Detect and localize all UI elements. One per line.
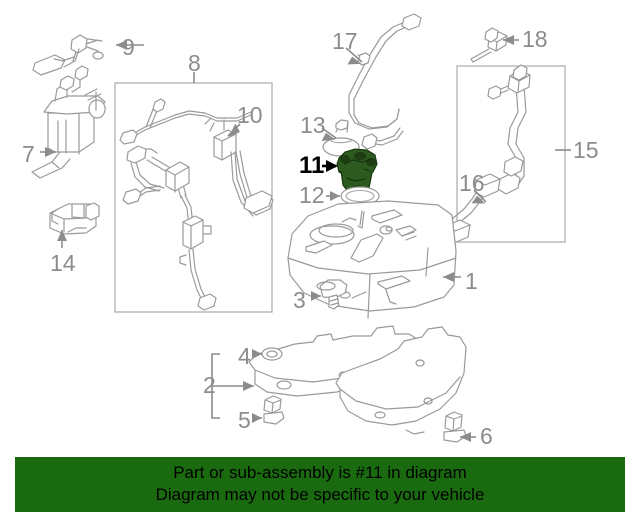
banner-line-2: Diagram may not be specific to your vehi… — [155, 485, 485, 504]
part-6-bolt — [443, 411, 467, 443]
callout-label-15: 15 — [573, 137, 599, 163]
callout-label-13: 13 — [300, 112, 326, 138]
banner-line-1: Part or sub-assembly is #11 in diagram — [173, 463, 467, 482]
callout-label-14: 14 — [50, 250, 76, 276]
callout-label-2: 2 — [203, 372, 216, 398]
callout-label-16: 16 — [459, 170, 485, 196]
callout-label-18: 18 — [522, 26, 548, 52]
callout-label-6: 6 — [480, 423, 493, 449]
part-18-clamp — [470, 27, 508, 63]
part-9-sender-arm — [32, 34, 104, 76]
part-3-bolt — [316, 279, 348, 310]
callout-label-1: 1 — [465, 268, 478, 294]
callout-label-12: 12 — [299, 182, 325, 208]
group-box-15 — [456, 65, 566, 243]
callout-label-9: 9 — [122, 34, 135, 60]
callout-label-17: 17 — [332, 28, 358, 54]
part-17-vent-hose — [348, 13, 422, 150]
callout-label-7: 7 — [22, 141, 35, 167]
part-14-bracket — [49, 202, 100, 235]
callout-label-8: 8 — [188, 50, 201, 76]
part-5-bolt — [263, 395, 285, 425]
callout-label-10: 10 — [237, 102, 263, 128]
part-7-fuel-pump-module — [31, 65, 106, 179]
part-4-washer — [261, 347, 283, 361]
disclaimer-banner: Part or sub-assembly is #11 in diagram D… — [15, 457, 625, 512]
callout-label-4: 4 — [238, 343, 251, 369]
callout-leaders — [40, 35, 571, 442]
part-1-fuel-tank — [287, 200, 457, 319]
part-2-heat-shields — [248, 325, 467, 435]
part-10-hose — [235, 150, 273, 214]
callout-label-11: 11 — [299, 152, 325, 179]
callout-label-5: 5 — [238, 407, 251, 433]
part-15-filler-neck — [487, 64, 531, 195]
callout-label-3: 3 — [293, 287, 306, 313]
